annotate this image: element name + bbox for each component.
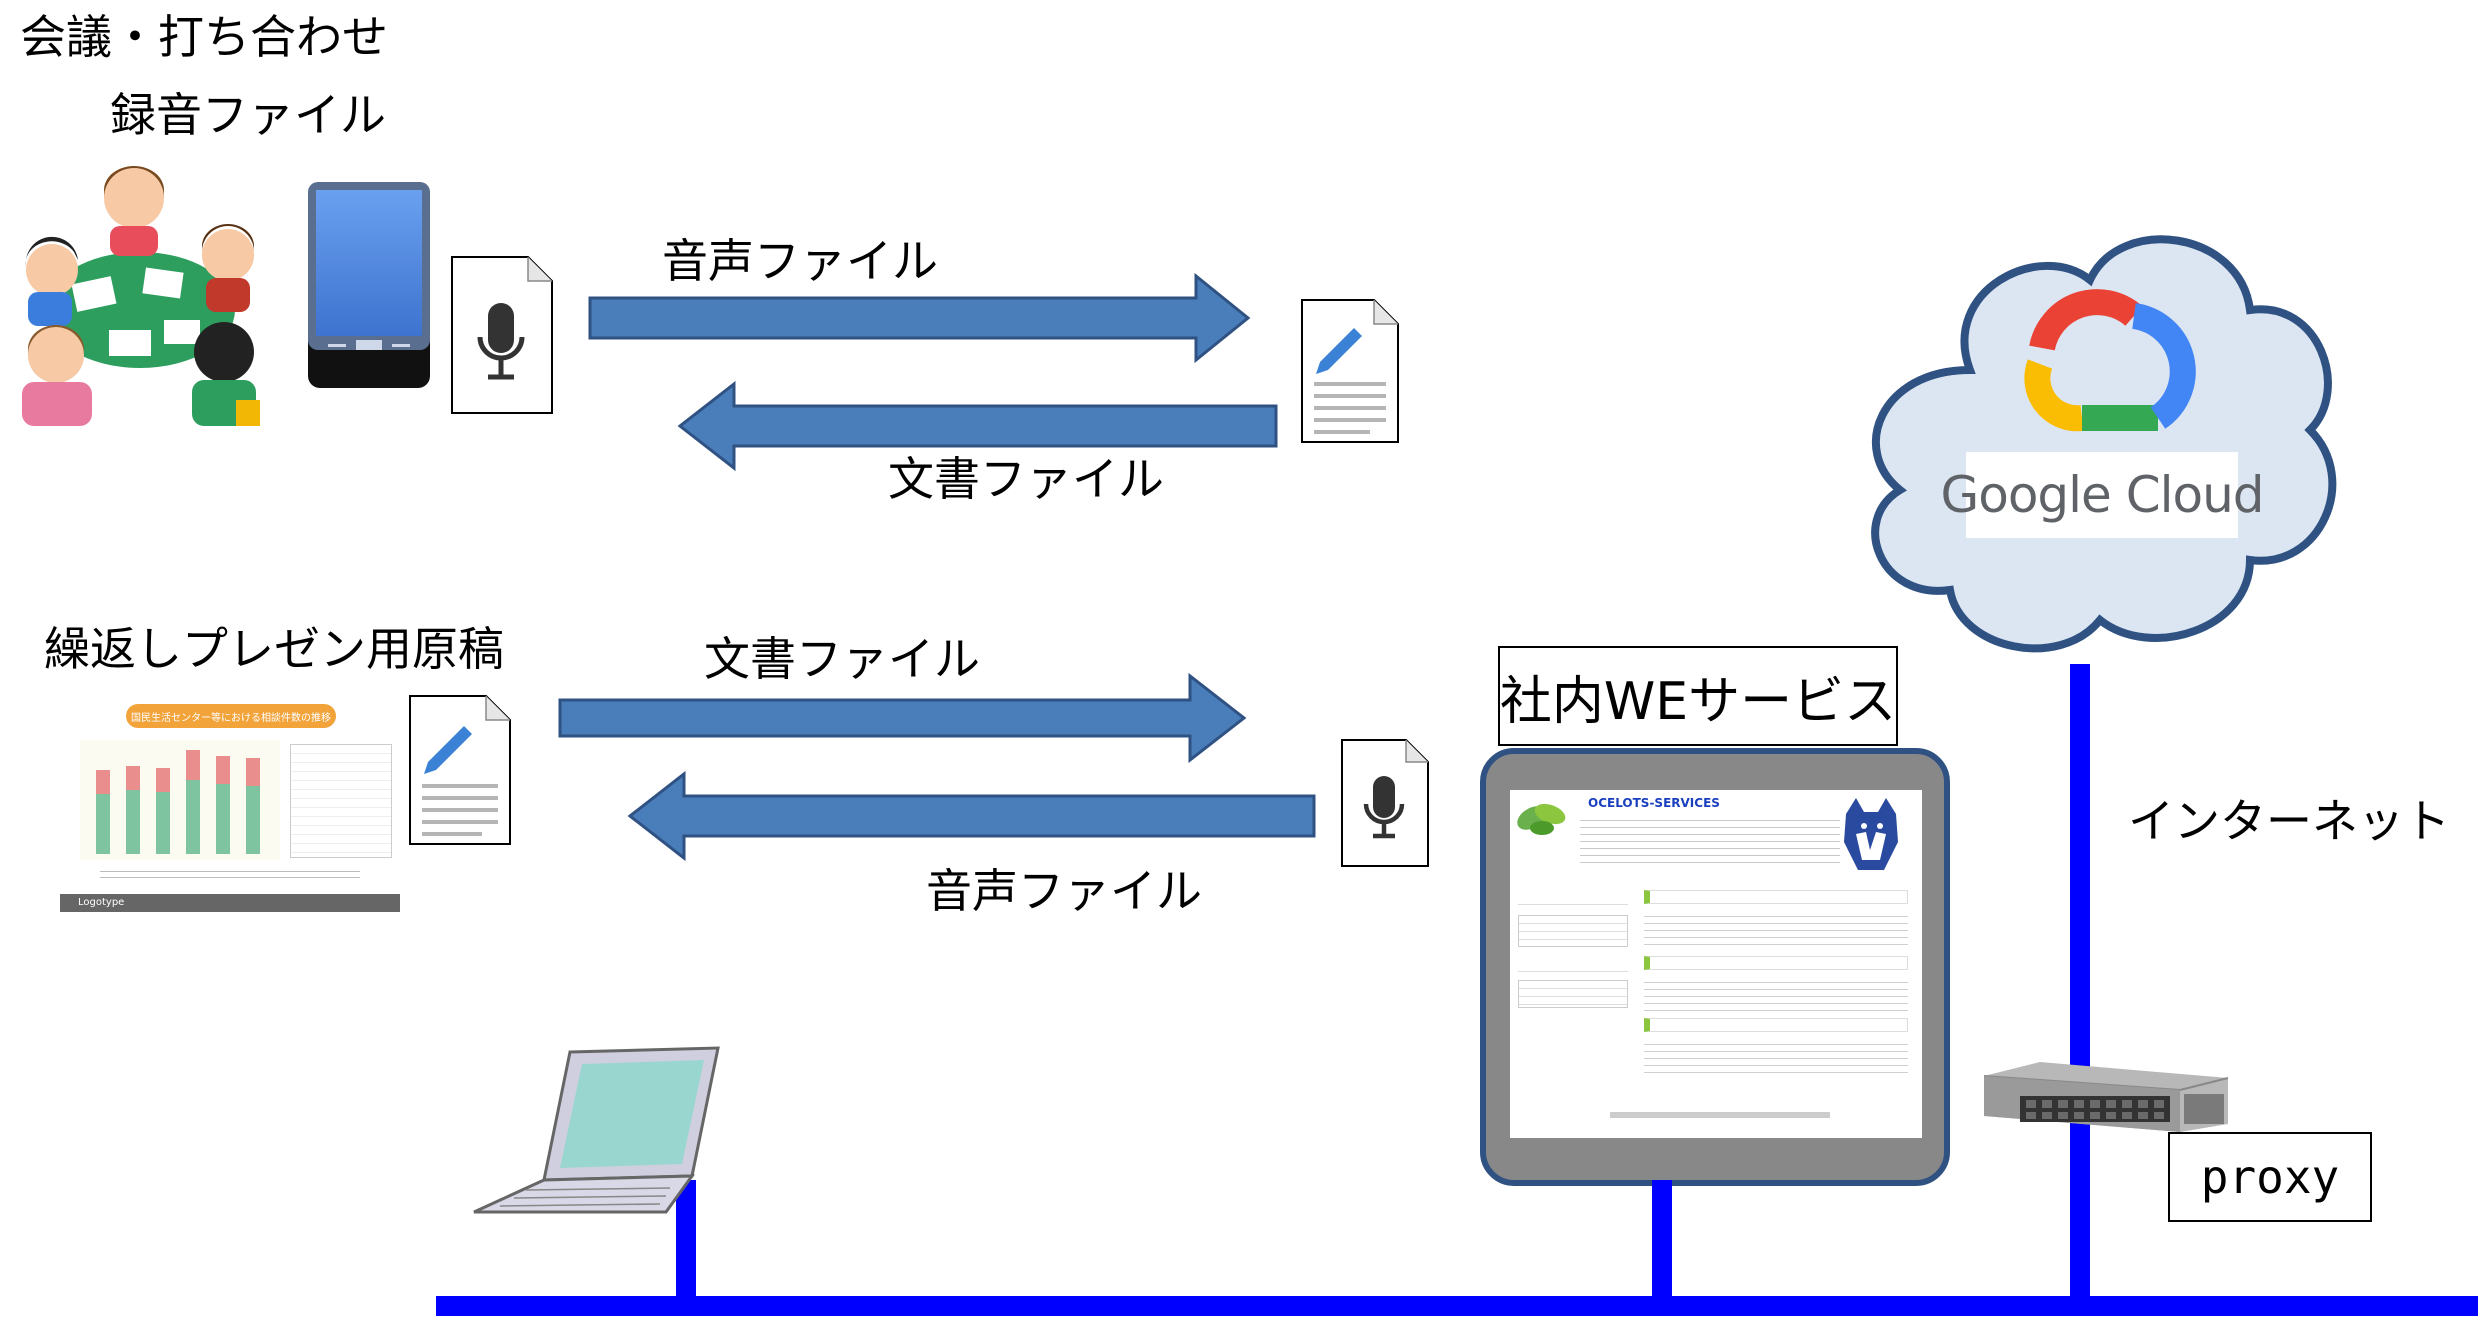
web-service-monitor: OCELOTS-SERVICES — [1480, 748, 1950, 1186]
presentation-title: 繰返しプレゼン用原稿 — [44, 622, 504, 676]
laptop-link-line — [676, 1180, 696, 1312]
lan-bus-line — [436, 1296, 2478, 1316]
slide-thumbnail: 国民生活センター等における相談件数の推移 Logotype — [60, 694, 400, 914]
middle-upload-arrow — [558, 672, 1247, 764]
slide-caption-lines — [100, 866, 360, 880]
middle-download-label: 音声ファイル — [926, 864, 1202, 918]
web-service-screen: OCELOTS-SERVICES — [1510, 790, 1922, 1138]
smartphone-icon — [308, 182, 430, 388]
laptop-icon — [473, 1046, 720, 1214]
document-file-icon — [409, 695, 511, 845]
slide-footer: Logotype — [60, 894, 400, 912]
web-main-panel — [1644, 890, 1908, 1090]
google-cloud-cloud — [1871, 235, 2337, 653]
slide-title-bar: 国民生活センター等における相談件数の推移 — [126, 704, 336, 728]
top-upload-arrow — [588, 272, 1251, 364]
web-service-link-line — [1652, 1180, 1672, 1312]
top-download-arrow — [677, 380, 1278, 472]
meeting-people-illustration — [22, 166, 260, 426]
ocelot-mascot-icon — [1844, 798, 1898, 870]
web-footer — [1610, 1112, 1830, 1118]
internet-uplink-line — [2070, 664, 2090, 1312]
web-sidebar-menu — [1518, 890, 1628, 1020]
internet-label: インターネット — [2128, 794, 2450, 848]
slide-side-table — [290, 744, 392, 858]
top-download-label: 文書ファイル — [888, 452, 1164, 506]
web-page-heading: OCELOTS-SERVICES — [1588, 796, 1720, 810]
proxy-label: proxy — [2168, 1132, 2372, 1222]
leaf-logo-icon — [1517, 803, 1566, 835]
document-file-icon — [1301, 299, 1399, 443]
internal-web-service-label: 社内WEサービス — [1498, 646, 1898, 746]
meeting-title: 会議・打ち合わせ — [20, 10, 388, 64]
middle-download-arrow — [627, 770, 1316, 862]
middle-upload-label: 文書ファイル — [704, 632, 980, 686]
slide-bar-chart — [80, 740, 280, 860]
top-upload-label: 音声ファイル — [662, 234, 938, 288]
google-cloud-logo-text: Google Cloud — [1940, 466, 2264, 524]
recording-file-title: 録音ファイル — [110, 88, 386, 142]
proxy-server-icon — [1983, 1062, 2229, 1132]
audio-file-icon — [1341, 739, 1429, 867]
audio-file-icon — [451, 256, 553, 414]
web-intro-text — [1580, 814, 1840, 868]
